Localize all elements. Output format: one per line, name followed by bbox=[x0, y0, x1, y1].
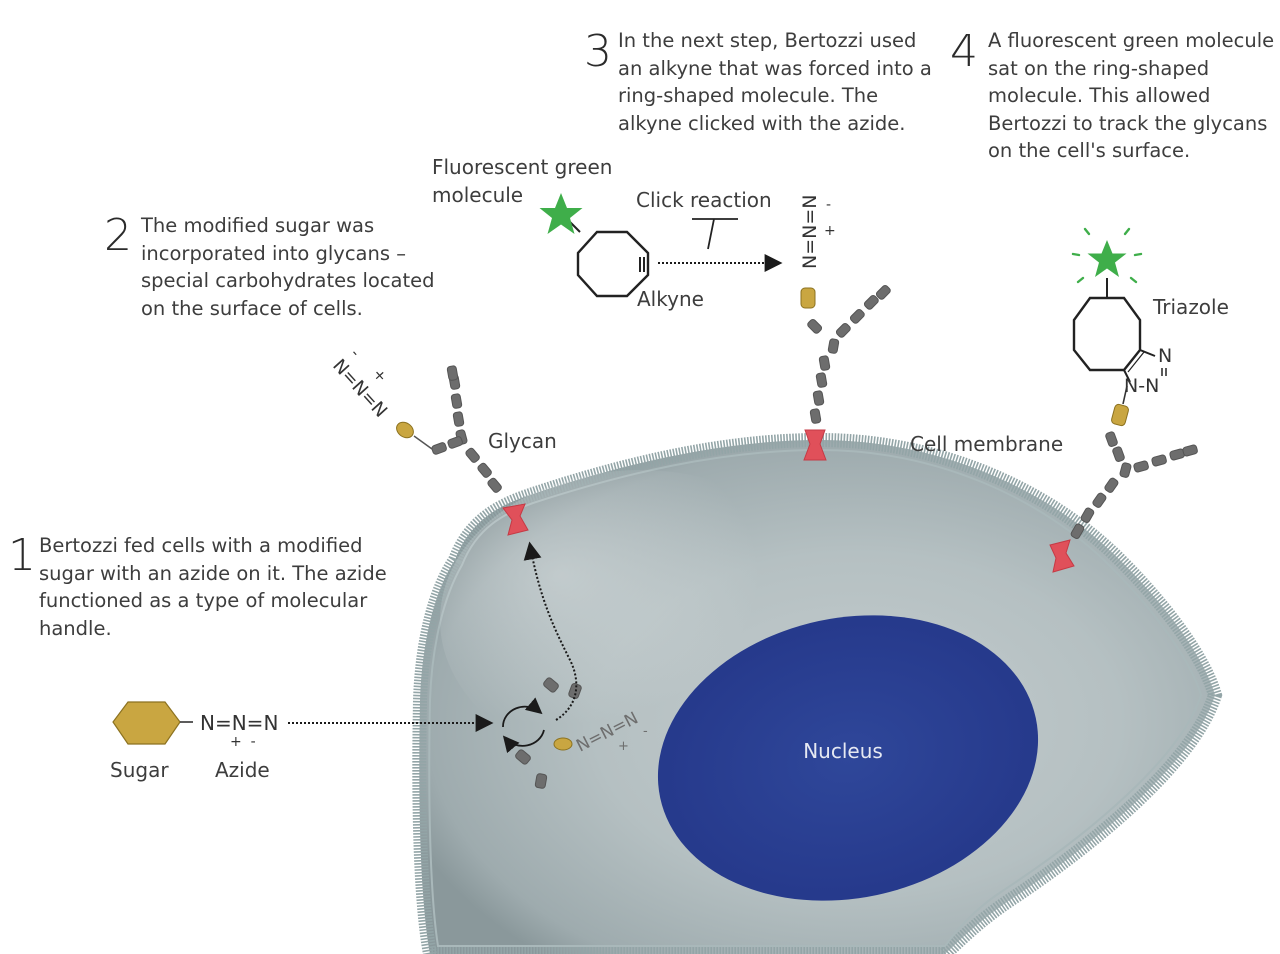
azide-vertical-minus: - bbox=[826, 197, 831, 213]
sugar-hexagon bbox=[112, 701, 181, 745]
fluorescent-star-glowing bbox=[1071, 227, 1143, 284]
fluorescent-star bbox=[539, 193, 583, 234]
step-1-text: Bertozzi fed cells with a modified sugar… bbox=[39, 534, 387, 640]
click-reaction-label: Click reaction bbox=[636, 188, 772, 212]
sugar-label: Sugar bbox=[110, 758, 169, 782]
triazole-n-top: N bbox=[1158, 345, 1172, 367]
glycan-label: Glycan bbox=[488, 429, 557, 453]
step-4-text: A fluorescent green molecule sat on the … bbox=[988, 29, 1275, 162]
step-2-text: The modified sugar was incorporated into… bbox=[141, 214, 435, 320]
transport-arrow bbox=[523, 541, 578, 721]
nucleus bbox=[657, 615, 1039, 901]
azide-charges: + - bbox=[230, 734, 256, 750]
triazole-label: Triazole bbox=[1153, 295, 1229, 319]
modified-sugar bbox=[1111, 403, 1129, 427]
azide-plus: + bbox=[369, 365, 391, 386]
azide-formula: N=N=N bbox=[200, 711, 278, 735]
azide-in-cell-minus: - bbox=[643, 724, 648, 739]
glycan-right: N N-N bbox=[1049, 227, 1198, 573]
cell-membrane-label: Cell membrane bbox=[910, 432, 1064, 456]
azide-vertical-label: N=N=N bbox=[799, 195, 821, 269]
step-2-number: 2 bbox=[104, 210, 132, 261]
azide-minus: - bbox=[347, 345, 364, 361]
azide-in-cell-plus: + bbox=[618, 739, 629, 754]
step-3-number: 3 bbox=[584, 26, 612, 77]
click-symbol bbox=[692, 218, 738, 250]
cell-membrane-inner bbox=[428, 448, 1203, 947]
membrane-anchor bbox=[502, 503, 529, 536]
azide-vertical-plus: + bbox=[824, 223, 836, 239]
step-3-text: In the next step, Bertozzi used an alkyn… bbox=[618, 29, 932, 135]
azide-label: Azide bbox=[215, 758, 270, 782]
metabolic-cycle bbox=[502, 697, 545, 754]
step-1-number: 1 bbox=[8, 530, 36, 581]
fluorescent-label: Fluorescent green molecule bbox=[432, 155, 613, 207]
modified-sugar bbox=[396, 421, 414, 439]
step-4-number: 4 bbox=[950, 26, 978, 77]
modified-sugar-in-cell bbox=[553, 737, 573, 751]
nucleus-label: Nucleus bbox=[803, 739, 883, 763]
alkyne-label: Alkyne bbox=[637, 287, 704, 311]
alkyne-molecule bbox=[539, 193, 650, 298]
triazole-n-bottom: N-N bbox=[1124, 375, 1159, 397]
modified-sugar bbox=[800, 287, 816, 309]
glycan-middle: N=N=N + - bbox=[799, 195, 891, 461]
triazole-ring bbox=[1072, 296, 1142, 372]
